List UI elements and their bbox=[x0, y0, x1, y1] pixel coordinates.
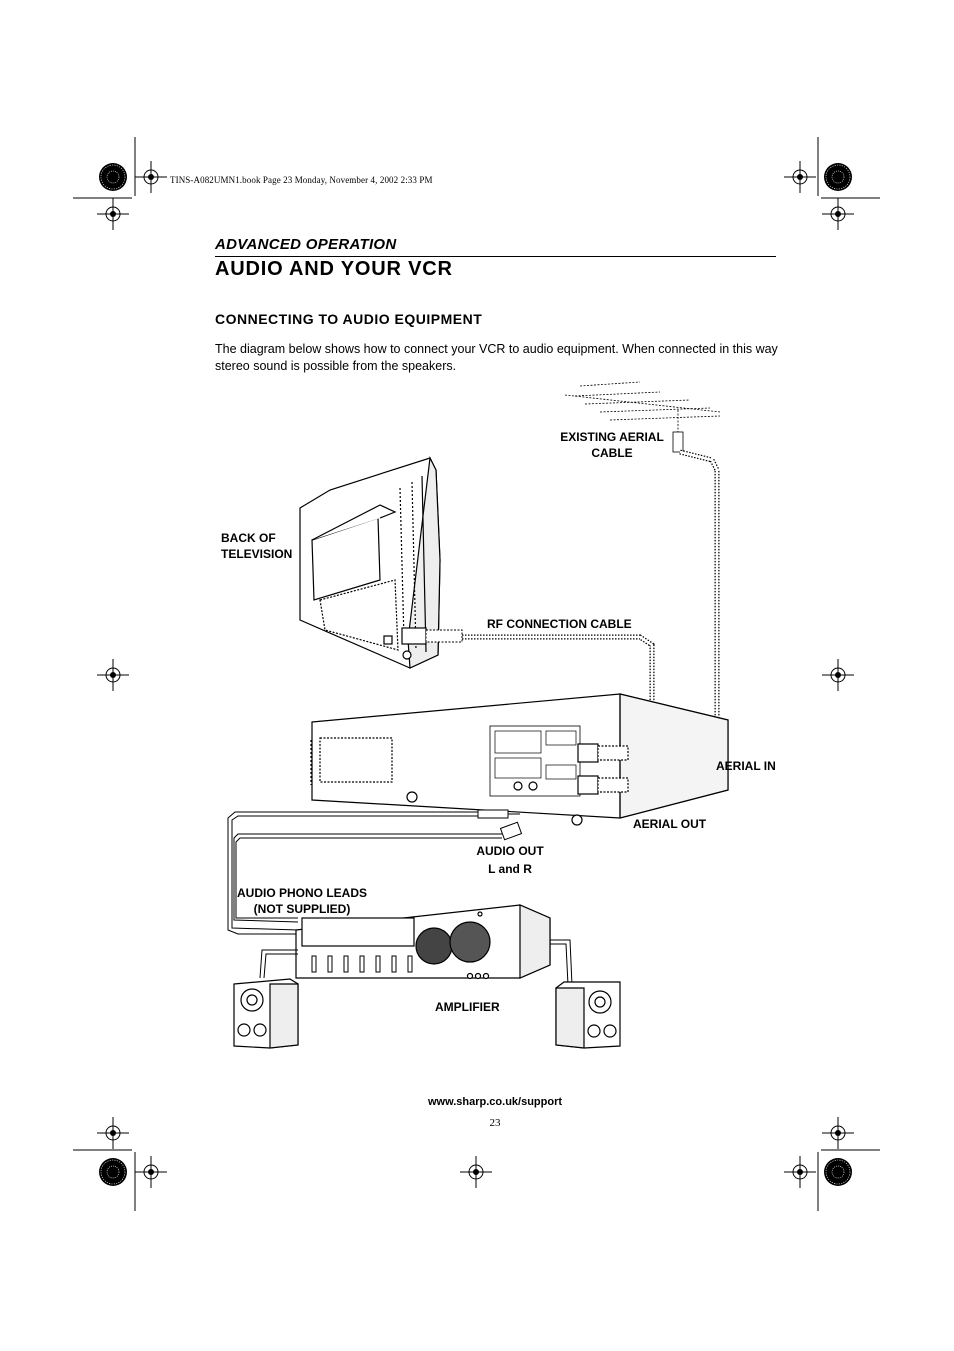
label-audio-out: AUDIO OUT L and R bbox=[470, 842, 550, 878]
section-kicker: ADVANCED OPERATION bbox=[215, 236, 397, 253]
audio-phono-leads bbox=[227, 809, 523, 935]
registration-target-icon bbox=[96, 1116, 130, 1150]
registration-star-icon bbox=[98, 1157, 128, 1187]
label-line: AUDIO OUT bbox=[476, 844, 544, 858]
intro-paragraph: The diagram below shows how to connect y… bbox=[215, 342, 778, 373]
registration-target-icon bbox=[134, 1155, 168, 1189]
label-line: L and R bbox=[488, 862, 532, 876]
amplifier-icon bbox=[295, 904, 551, 980]
registration-target-icon bbox=[459, 1155, 493, 1189]
registration-target-icon bbox=[134, 160, 168, 194]
registration-star-icon bbox=[823, 1157, 853, 1187]
label-aerial-in: AERIAL IN bbox=[716, 759, 776, 773]
label-line: CABLE bbox=[591, 446, 633, 460]
label-existing-aerial-cable: EXISTING AERIAL CABLE bbox=[553, 429, 671, 461]
print-header: TINS-A082UMN1.book Page 23 Monday, Novem… bbox=[170, 175, 433, 185]
section-subtitle: CONNECTING TO AUDIO EQUIPMENT bbox=[215, 311, 483, 327]
aerial-plug-icon bbox=[672, 431, 684, 453]
rf-plug-icon bbox=[401, 627, 463, 645]
label-rf-connection-cable: RF CONNECTION CABLE bbox=[487, 617, 632, 631]
registration-target-icon bbox=[783, 160, 817, 194]
label-line: AUDIO PHONO LEADS bbox=[236, 886, 367, 900]
television-back-icon bbox=[299, 455, 441, 669]
crop-marks bbox=[73, 137, 880, 1211]
registration-star-icon bbox=[823, 162, 853, 192]
registration-target-icon bbox=[821, 1116, 855, 1150]
footer-url: www.sharp.co.uk/support bbox=[427, 1096, 563, 1108]
label-line: TELEVISION bbox=[221, 547, 293, 561]
label-back-of-television: BACK OF TELEVISION bbox=[221, 530, 292, 562]
registration-target-icon bbox=[783, 1155, 817, 1189]
registration-target-icon bbox=[96, 658, 130, 692]
label-audio-phono-leads: AUDIO PHONO LEADS (NOT SUPPLIED) bbox=[232, 885, 372, 917]
label-line: (NOT SUPPLIED) bbox=[253, 902, 351, 916]
vcr-back-panel-icon bbox=[310, 693, 729, 826]
registration-target-icon bbox=[96, 197, 130, 231]
page-title: AUDIO AND YOUR VCR bbox=[215, 258, 453, 280]
registration-target-icon bbox=[821, 197, 855, 231]
registration-target-icon bbox=[821, 658, 855, 692]
right-speaker-icon bbox=[555, 981, 621, 1049]
left-speaker-icon bbox=[233, 978, 299, 1049]
header-rule bbox=[215, 256, 776, 257]
aerial-connector-icon bbox=[577, 743, 629, 795]
page-number: 23 bbox=[489, 1117, 501, 1129]
speaker-wires bbox=[259, 939, 573, 986]
label-line: BACK OF bbox=[221, 531, 276, 545]
label-aerial-out: AERIAL OUT bbox=[633, 817, 707, 831]
label-amplifier: AMPLIFIER bbox=[435, 1000, 500, 1014]
registration-star-icon bbox=[98, 162, 128, 192]
label-line: EXISTING AERIAL bbox=[560, 430, 664, 444]
